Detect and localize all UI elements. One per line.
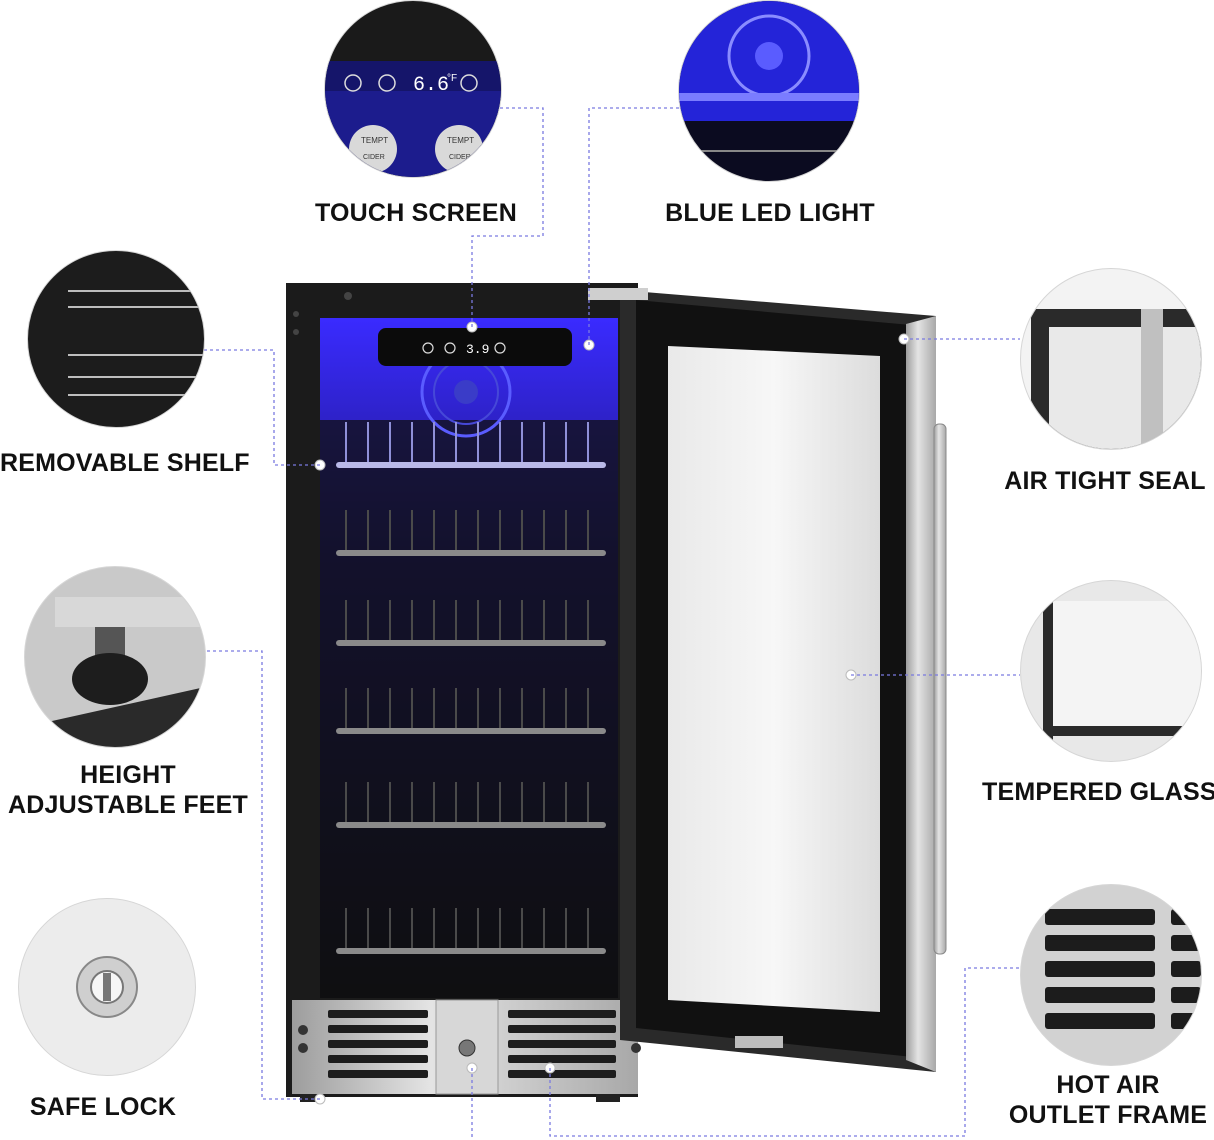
wire-shelf [336,782,606,828]
temperature-display: 3.9 [466,342,489,357]
height-adjustable-feet-label-line1: HEIGHT [80,761,176,789]
closeup-temperature-display: 6.6 [413,74,449,97]
hot-air-outlet-frame [292,999,641,1102]
safe-lock-closeup [18,898,196,1076]
touch-screen-label: TOUCH SCREEN [315,199,517,227]
shelves [336,422,606,954]
control-panel[interactable]: 3.9 [378,328,572,366]
callout-dots [314,321,910,1105]
can-label-left: CIDER [363,154,385,161]
wire-shelf [336,510,606,556]
lock-keyhole[interactable] [458,1039,476,1057]
cabinet [286,283,638,1097]
can-label-right: CIDER [449,154,471,161]
wire-shelf [336,600,606,646]
blue-led-light-label: BLUE LED LIGHT [665,199,875,227]
air-tight-seal-label: AIR TIGHT SEAL [1004,467,1206,495]
can-brand-right: TEMPT [447,136,474,145]
tempered-glass-label: TEMPERED GLASS [982,778,1214,806]
safe-lock-label: SAFE LOCK [29,1093,177,1121]
tempered-glass-closeup [1020,580,1202,762]
can-brand-left: TEMPT [361,136,388,145]
air-tight-seal-closeup [1020,268,1202,450]
removable-shelf-label: REMOVABLE SHELF [0,449,250,477]
blue-led-closeup [678,0,860,182]
door-handle[interactable] [933,423,947,955]
wire-shelf [336,908,606,954]
open-door[interactable] [588,288,947,1072]
closeup-unit-label: °F [447,73,457,84]
height-adjustable-feet-label-line2: ADJUSTABLE FEET [7,791,249,819]
height-adjustable-feet-closeup [24,566,206,748]
hot-air-outlet-frame-label-line2: OUTLET FRAME [1008,1101,1208,1129]
touch-screen-closeup: 6.6 °F TEMPT CIDER TEMPT CIDER [324,0,502,178]
hot-air-outlet-frame-label-line1: HOT AIR [1056,1071,1160,1099]
hot-air-outlet-frame-closeup [1020,884,1202,1066]
wire-shelf [336,422,606,468]
wire-shelf [336,688,606,734]
removable-shelf-closeup [27,250,205,428]
